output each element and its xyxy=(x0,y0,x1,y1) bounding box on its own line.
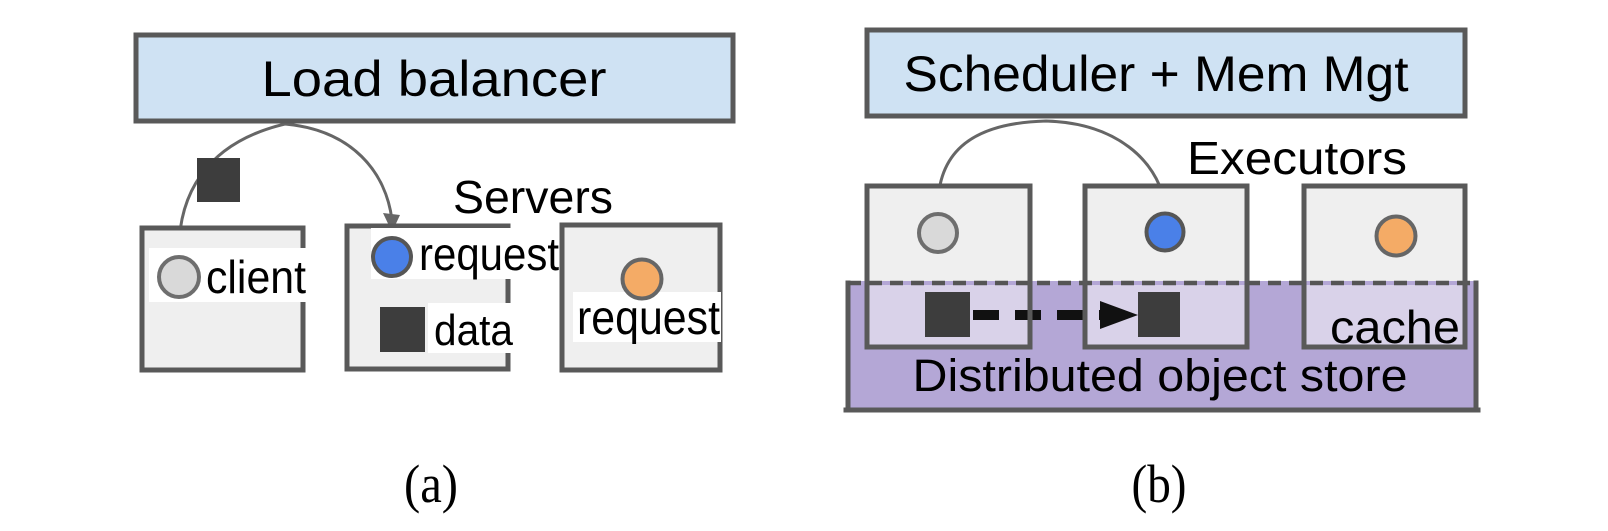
client-dot-icon xyxy=(157,255,201,299)
caption-a: (a) xyxy=(404,454,458,514)
diagram-b: Scheduler + Mem Mgt Executors cache xyxy=(843,27,1481,514)
executor-box-3 xyxy=(1301,183,1468,350)
scheduler-label: Scheduler + Mem Mgt xyxy=(904,46,1409,102)
object-transfer-arrowhead-icon xyxy=(1100,301,1138,329)
servers-label: Servers xyxy=(453,171,613,223)
executor-box-1 xyxy=(864,183,1033,350)
inflight-request-square-icon xyxy=(197,158,240,202)
caption-b: (b) xyxy=(1132,454,1187,514)
cache-label: cache xyxy=(1330,301,1460,353)
diagram-a: Load balancer Servers client request dat… xyxy=(133,32,736,514)
load-balancer-box xyxy=(133,32,736,124)
task-dot-orange-icon xyxy=(1374,214,1418,258)
scheduler-box xyxy=(864,27,1468,119)
server1-data-label: data xyxy=(434,306,513,355)
server2-request-label: request xyxy=(577,292,720,345)
task-dot-gray-icon xyxy=(917,212,959,254)
task-dot-blue-icon xyxy=(1144,211,1186,253)
executors-label: Executors xyxy=(1187,132,1407,184)
load-balancer-label: Load balancer xyxy=(262,51,607,107)
scheduling-arc xyxy=(936,119,1166,216)
routing-arrowhead-icon xyxy=(383,213,400,232)
executor-box-2 xyxy=(1082,183,1250,350)
request2-label-strip xyxy=(573,292,721,342)
data-label-strip xyxy=(428,303,514,353)
client-label: client xyxy=(206,251,306,303)
server1-request-label: request xyxy=(419,228,559,280)
object-store-label: Distributed object store xyxy=(913,350,1408,401)
store-segment-3 xyxy=(1305,285,1464,346)
request-routing-arc xyxy=(177,122,394,258)
queued-request-dot-icon xyxy=(620,257,664,301)
data-square-icon xyxy=(380,307,425,352)
request-dot-icon xyxy=(371,236,413,278)
object-square-2-icon xyxy=(1138,292,1180,337)
object-square-1-icon xyxy=(925,292,970,337)
